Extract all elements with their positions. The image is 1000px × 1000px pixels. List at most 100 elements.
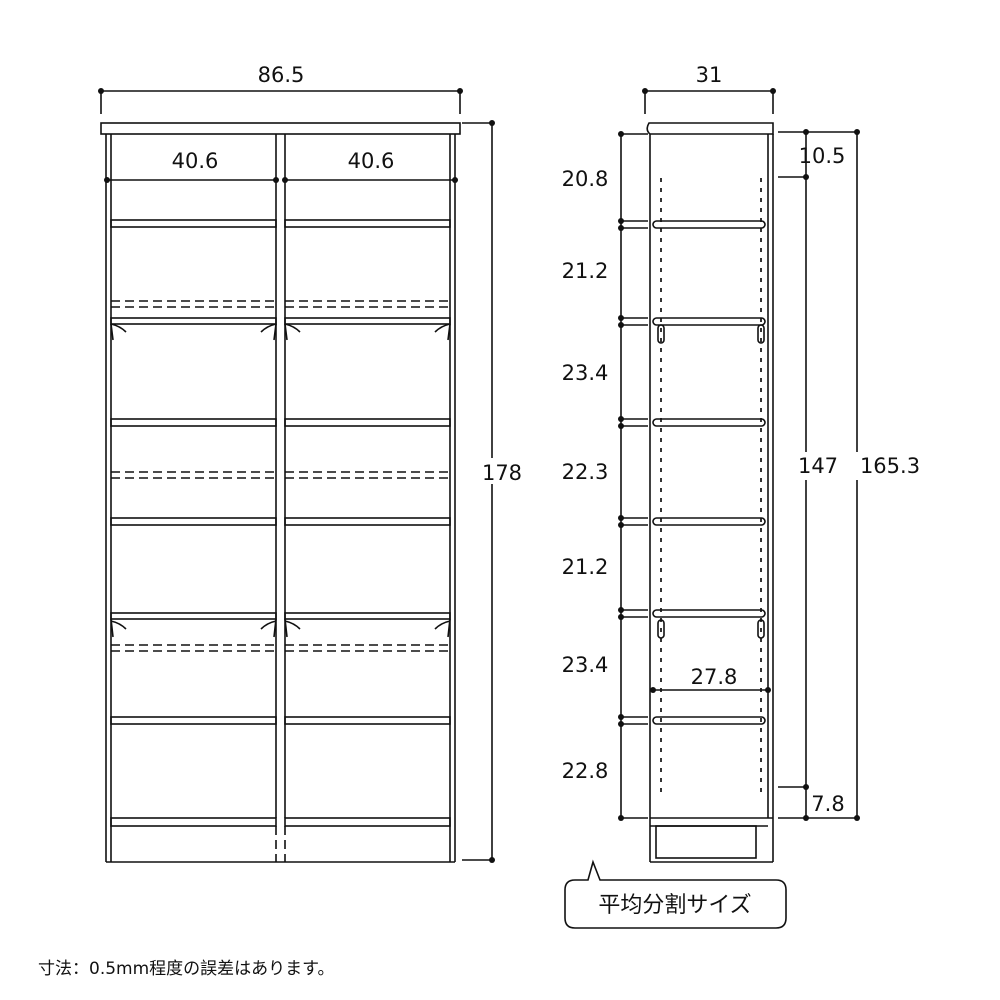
pin-hole bbox=[660, 428, 662, 432]
pin-hole bbox=[760, 528, 762, 532]
pin-hole bbox=[660, 338, 662, 342]
shelf bbox=[110, 716, 277, 725]
dim-dot bbox=[854, 129, 860, 135]
side-shelf bbox=[652, 517, 766, 526]
pin-hole bbox=[660, 568, 662, 572]
pin-hole bbox=[660, 788, 662, 792]
pin-hole bbox=[660, 748, 662, 752]
front-width-label: 86.5 bbox=[258, 63, 305, 87]
side-brackets bbox=[657, 324, 765, 639]
dim-dot bbox=[618, 815, 624, 821]
pin-hole bbox=[660, 548, 662, 552]
pin-hole bbox=[660, 268, 662, 272]
pin-hole bbox=[760, 318, 762, 322]
pin-hole bbox=[660, 668, 662, 672]
pin-hole bbox=[660, 698, 662, 702]
spacing-chain-labels: 20.8 21.2 23.4 22.3 21.2 23.4 22.8 bbox=[562, 167, 609, 783]
pin-hole bbox=[660, 448, 662, 452]
pin-hole bbox=[760, 388, 762, 392]
dim-dot bbox=[489, 857, 495, 863]
pin-hole bbox=[760, 308, 762, 312]
pin-hole bbox=[660, 238, 662, 242]
bracket-icon bbox=[110, 323, 127, 341]
pin-hole bbox=[760, 638, 762, 642]
bottom-offset-label: 7.8 bbox=[811, 792, 844, 816]
dim-dot bbox=[618, 721, 624, 727]
pin-hole bbox=[760, 368, 762, 372]
front-height-label: 178 bbox=[482, 461, 522, 485]
pin-hole bbox=[760, 548, 762, 552]
pin-hole bbox=[660, 248, 662, 252]
clip-icon bbox=[757, 324, 765, 344]
bottom-board bbox=[110, 817, 277, 827]
pin-hole bbox=[760, 558, 762, 562]
shelf bbox=[110, 317, 277, 325]
side-shelf bbox=[652, 418, 766, 427]
spacing-label: 21.2 bbox=[562, 555, 609, 579]
pin-hole bbox=[660, 328, 662, 332]
dim-dot bbox=[803, 129, 809, 135]
pin-hole bbox=[660, 758, 662, 762]
dim-dot bbox=[650, 687, 656, 693]
side-shelf bbox=[652, 220, 766, 229]
pin-hole bbox=[760, 428, 762, 432]
pin-hole bbox=[760, 518, 762, 522]
dim-dot bbox=[618, 515, 624, 521]
side-shelf bbox=[652, 317, 766, 326]
pin-hole bbox=[660, 408, 662, 412]
pin-hole bbox=[760, 698, 762, 702]
pin-hole bbox=[760, 248, 762, 252]
dim-dot bbox=[854, 815, 860, 821]
right-inner-width-label: 40.6 bbox=[348, 149, 395, 173]
dim-dot bbox=[618, 218, 624, 224]
dim-dot bbox=[282, 177, 288, 183]
pin-hole bbox=[760, 438, 762, 442]
front-shelves bbox=[110, 219, 451, 827]
pin-hole bbox=[760, 358, 762, 362]
pin-hole bbox=[760, 398, 762, 402]
dim-dot bbox=[618, 416, 624, 422]
pin-hole bbox=[660, 468, 662, 472]
pin-hole bbox=[660, 258, 662, 262]
pin-hole-columns bbox=[660, 178, 762, 792]
pin-hole bbox=[660, 198, 662, 202]
pin-hole bbox=[660, 658, 662, 662]
plinth bbox=[655, 825, 757, 859]
pin-hole bbox=[660, 228, 662, 232]
pin-hole bbox=[760, 448, 762, 452]
pin-hole bbox=[760, 458, 762, 462]
pin-holes-front bbox=[660, 178, 662, 792]
pin-hole bbox=[760, 418, 762, 422]
dim-dot bbox=[618, 423, 624, 429]
pin-hole bbox=[660, 738, 662, 742]
pin-hole bbox=[760, 468, 762, 472]
shelf bbox=[110, 418, 277, 427]
pin-hole bbox=[660, 398, 662, 402]
pin-hole bbox=[660, 648, 662, 652]
pin-hole bbox=[660, 318, 662, 322]
left-inner-width-label: 40.6 bbox=[172, 149, 219, 173]
pin-hole bbox=[760, 488, 762, 492]
pin-hole bbox=[760, 198, 762, 202]
pin-hole bbox=[660, 778, 662, 782]
side-shelf bbox=[652, 609, 766, 618]
pin-hole bbox=[760, 598, 762, 602]
pin-hole bbox=[660, 358, 662, 362]
dim-dot bbox=[618, 315, 624, 321]
label-bg bbox=[478, 458, 508, 484]
dim-dot bbox=[273, 177, 279, 183]
shelf-depth-label: 27.8 bbox=[691, 665, 738, 689]
top-board bbox=[100, 122, 461, 135]
pin-hole bbox=[760, 298, 762, 302]
pin-hole bbox=[660, 278, 662, 282]
pin-hole bbox=[760, 228, 762, 232]
pin-hole bbox=[660, 208, 662, 212]
pin-hole bbox=[660, 528, 662, 532]
dim-dot bbox=[765, 687, 771, 693]
inner-height-label: 165.3 bbox=[860, 454, 920, 478]
shelf-brackets bbox=[110, 323, 451, 638]
pin-hole bbox=[660, 498, 662, 502]
label-bg bbox=[850, 452, 920, 480]
pin-hole bbox=[660, 768, 662, 772]
